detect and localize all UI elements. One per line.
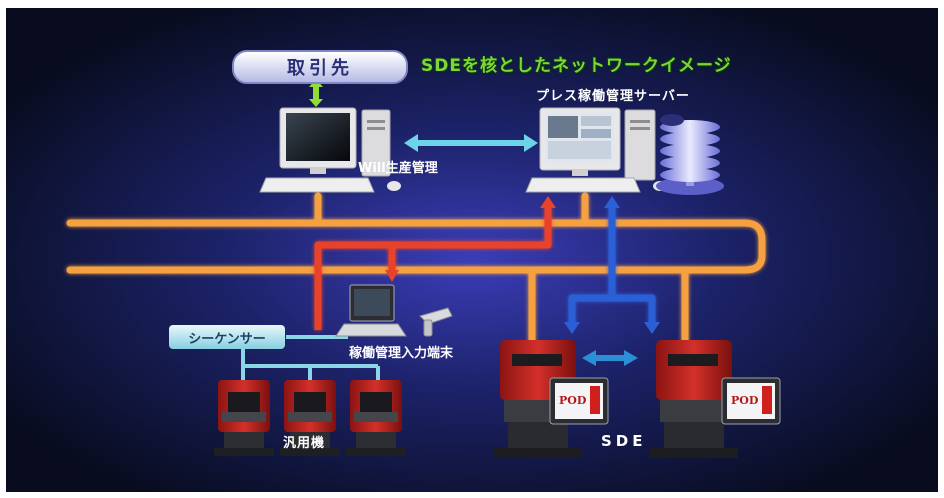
will-pc-mouse [387,181,401,191]
sde-panel-logo-right: POD [731,394,759,407]
sequencer-links [241,335,380,380]
server-pc [525,107,667,193]
server-pc-keyboard [525,177,641,193]
cyan-link-sde [582,350,638,366]
sequencer-label: シーケンサー [169,325,285,349]
red-link [314,205,552,330]
diagram-title: SDEを核としたネットワークイメージ [421,56,732,76]
disc-stack-icon [656,114,724,195]
will-label: Will生産管理 [358,161,438,176]
orange-network [66,192,766,344]
sde-press-right [650,340,738,458]
blue-arrowhead-sde-left [564,322,580,334]
blue-arrowhead-server [604,196,620,208]
blue-arrowhead-sde-right [644,322,660,334]
sde-panel-right [721,377,781,425]
general-press-2 [280,380,340,456]
general-machines-label: 汎用機 [283,436,326,451]
sde-panel-left [549,377,609,425]
client-label: 取引先 [232,50,408,84]
input-terminal [335,284,453,337]
red-link-path [314,205,552,330]
will-pc-screen [286,113,350,161]
orange-bus-loop [66,219,766,274]
will-pc-tower [361,109,391,177]
general-press-1 [214,380,274,456]
cyan-link-will-server [404,134,538,152]
background-panel [6,8,938,492]
blue-link [568,205,656,325]
red-arrowhead-terminal [385,270,399,282]
terminal-label: 稼働管理入力端末 [349,346,454,361]
red-arrowhead-server [540,196,556,208]
sde-label: SDE [601,432,647,450]
terminal-keyboard [335,323,407,337]
server-label: プレス稼働管理サーバー [536,89,690,104]
will-pc-keyboard [259,177,375,193]
general-press-3 [346,380,406,456]
sde-panel-logo-left: POD [559,394,587,407]
will-pc [259,107,401,193]
